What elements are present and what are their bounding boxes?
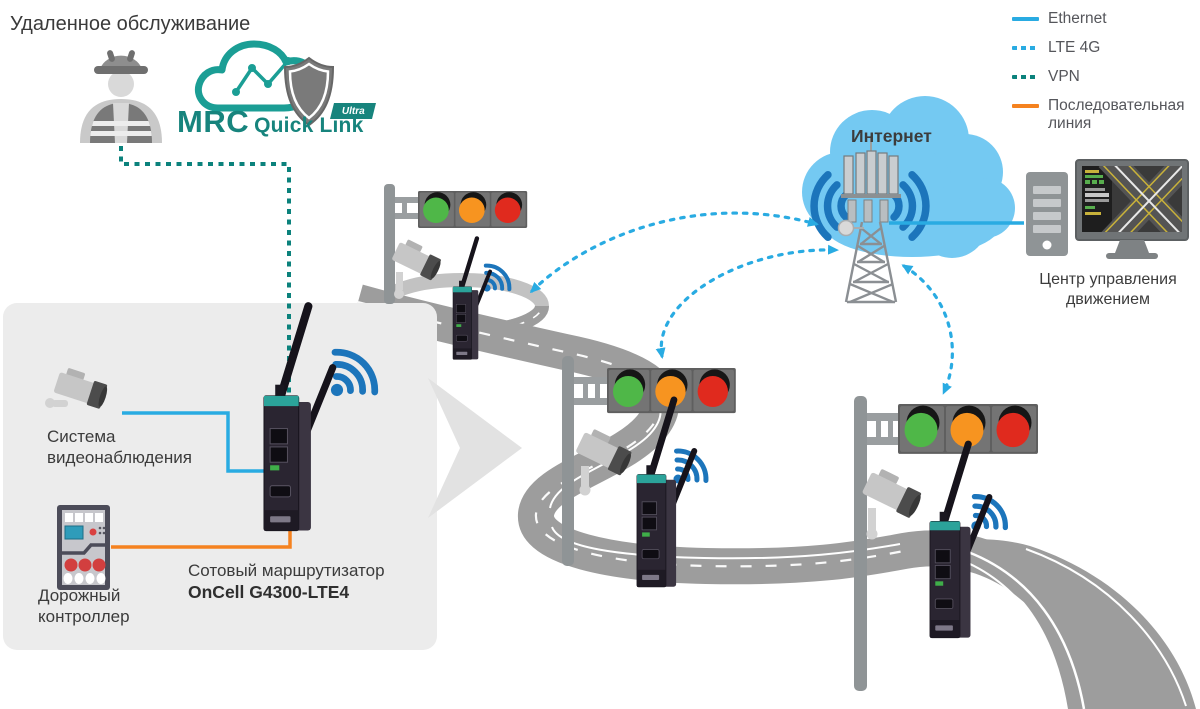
mrc-brand-text: MRC <box>177 104 250 139</box>
site-panel <box>3 303 437 650</box>
legend: Ethernet LTE 4G VPN Последовательная лин… <box>1012 10 1200 133</box>
legend-item-serial: Последовательная линия <box>1012 97 1200 133</box>
road-controller-label: Дорожный контроллер <box>38 586 130 626</box>
serial-line-swatch <box>1012 104 1039 108</box>
pole <box>562 356 574 566</box>
intersection-3 <box>854 396 1038 691</box>
control-center-label: Центр управления движением <box>1039 271 1177 308</box>
legend-item-lte: LTE 4G <box>1012 39 1200 57</box>
page-title: Удаленное обслуживание <box>10 13 251 35</box>
camera-system-label: Система видеонаблюдения <box>47 427 192 467</box>
mrc-badge-text: Ultra <box>341 105 365 117</box>
internet-cloud <box>802 96 1015 258</box>
lte-link-tower-light3 <box>901 264 954 395</box>
site-cctv-camera <box>45 365 111 410</box>
control-center-pc-icon <box>1026 172 1068 256</box>
intersection-1 <box>384 184 528 360</box>
legend-item-ethernet: Ethernet <box>1012 10 1200 28</box>
pole <box>384 184 395 304</box>
mrc-ultra-badge: Ultra <box>330 103 376 119</box>
legend-label: Ethernet <box>1048 10 1107 27</box>
internet-label: Интернет <box>851 126 932 146</box>
road-chevron-arrow <box>428 378 522 518</box>
maintenance-worker-icon <box>80 50 162 143</box>
legend-label: LTE 4G <box>1048 39 1101 56</box>
router-caption: Сотовый маршрутизатор <box>188 561 385 580</box>
mrc-quicklink-logo: MRC Quick Link <box>177 104 363 140</box>
serial-line-controller-router <box>111 531 292 549</box>
lte-line-swatch <box>1012 46 1039 50</box>
cell-tower-icon <box>837 136 901 304</box>
road-widening <box>928 539 1196 709</box>
intersection-2 <box>562 356 736 588</box>
lte-link-router1-tower <box>529 211 819 294</box>
shield-icon <box>283 56 335 127</box>
traffic-monitor-icon <box>1075 159 1189 259</box>
mrc-product-text: Quick Link <box>254 114 364 137</box>
mrc-cloud-shield-icon <box>194 40 335 127</box>
vpn-line-swatch <box>1012 75 1039 79</box>
ethernet-line-swatch <box>1012 17 1039 21</box>
lte-link-light2-tower <box>655 244 839 359</box>
traffic-light-1 <box>418 191 528 228</box>
road-controller-icon <box>57 505 110 590</box>
road-network <box>353 273 1196 709</box>
pole <box>854 396 867 691</box>
legend-label: VPN <box>1048 68 1080 85</box>
ethernet-line-camera-router <box>122 411 266 473</box>
router-model: OnCell G4300-LTE4 <box>188 582 350 602</box>
legend-item-vpn: VPN <box>1012 68 1200 86</box>
legend-label: Последовательная линия <box>1048 97 1185 132</box>
